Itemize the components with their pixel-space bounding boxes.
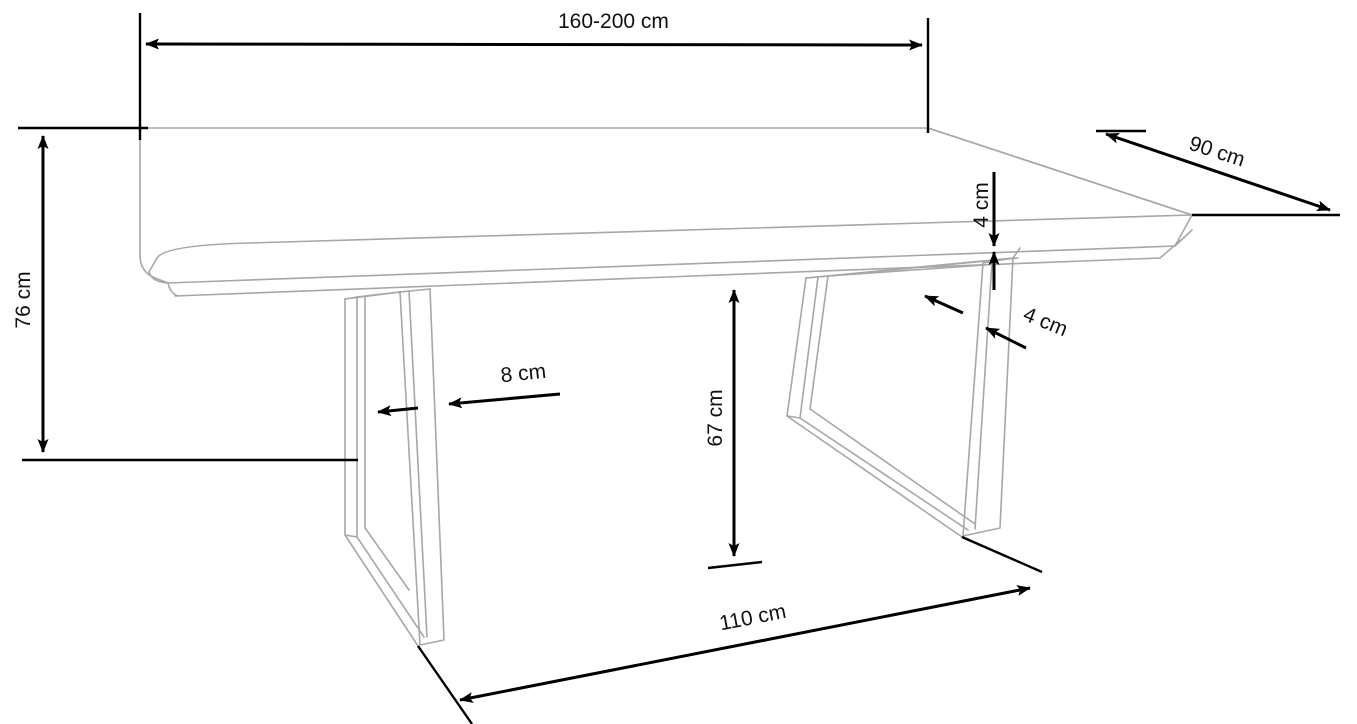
tabletop-underside-left-round <box>167 282 179 297</box>
left-leg-front-post-inner <box>408 290 428 638</box>
tabletop-front-left-round <box>148 271 169 284</box>
right-leg-bottom-rail-outer <box>786 415 963 538</box>
right-leg-top-plate-bevel <box>1012 247 1021 259</box>
leg-profile-width-line-left <box>377 405 419 417</box>
tabletop-left-edge <box>139 127 169 284</box>
dimension-width: 160-200 cm <box>138 10 930 140</box>
left-leg-frame-opening <box>364 295 410 591</box>
tabletop <box>139 127 1193 297</box>
dimension-clearance: 67 cm <box>704 289 763 570</box>
clearance-ext-line-bottom <box>707 560 763 570</box>
left-leg-bottom-rail-outer <box>344 534 419 647</box>
right-leg-top-plate-edge-2 <box>817 257 1019 278</box>
width-dimension-line <box>145 38 923 51</box>
clearance-dimension-label: 67 cm <box>704 389 727 446</box>
right-leg-outer-post-inner-line <box>974 261 993 530</box>
right-leg-bottom-rail-inner <box>799 417 969 531</box>
dimension-height: 76 cm <box>12 126 358 462</box>
leg-profile-width-line-right <box>448 392 561 409</box>
leg-profile-depth-line-right <box>985 326 1027 350</box>
right-leg-frame-opening <box>809 275 976 525</box>
left-leg-top-plate-edge-2 <box>356 290 410 298</box>
left-leg <box>344 288 445 647</box>
top-thickness-dimension-label: 4 cm <box>970 182 993 228</box>
tabletop-underside-right-bevel <box>1159 239 1182 259</box>
depth-dimension-line <box>1105 132 1331 212</box>
right-leg-inner-post <box>786 276 819 419</box>
tabletop-front-face-lower <box>167 214 1193 284</box>
leg-span-ext-line-right <box>961 535 1043 574</box>
dimension-leg-profile-depth: 4 cm <box>924 294 1071 350</box>
height-dimension-label: 76 cm <box>12 271 35 328</box>
leg-span-dimension-line <box>459 585 1031 703</box>
leg-profile-width-dimension-label: 8 cm <box>499 360 547 388</box>
tabletop-right-back-bevel <box>927 127 1193 216</box>
tabletop-back-edge <box>139 127 1193 216</box>
leg-span-ext-line-left <box>417 645 473 724</box>
leg-span-dimension-label: 110 cm <box>718 600 788 635</box>
left-leg-front-post <box>399 288 445 646</box>
right-leg <box>786 247 1021 538</box>
tabletop-front-edge-top <box>148 214 1193 273</box>
leg-profile-depth-line-left <box>924 294 964 315</box>
left-leg-bottom-rail-inner <box>356 536 425 638</box>
leg-profile-depth-dimension-label: 4 cm <box>1020 303 1071 341</box>
left-leg-back-post <box>344 296 358 538</box>
dimension-leg-profile-width: 8 cm <box>377 360 561 417</box>
right-leg-outer-post <box>962 257 1014 537</box>
dimension-depth: 90 cm <box>1096 129 1340 217</box>
dimension-top-thickness: 4 cm <box>970 172 1000 290</box>
width-dimension-label: 160-200 cm <box>558 10 669 33</box>
